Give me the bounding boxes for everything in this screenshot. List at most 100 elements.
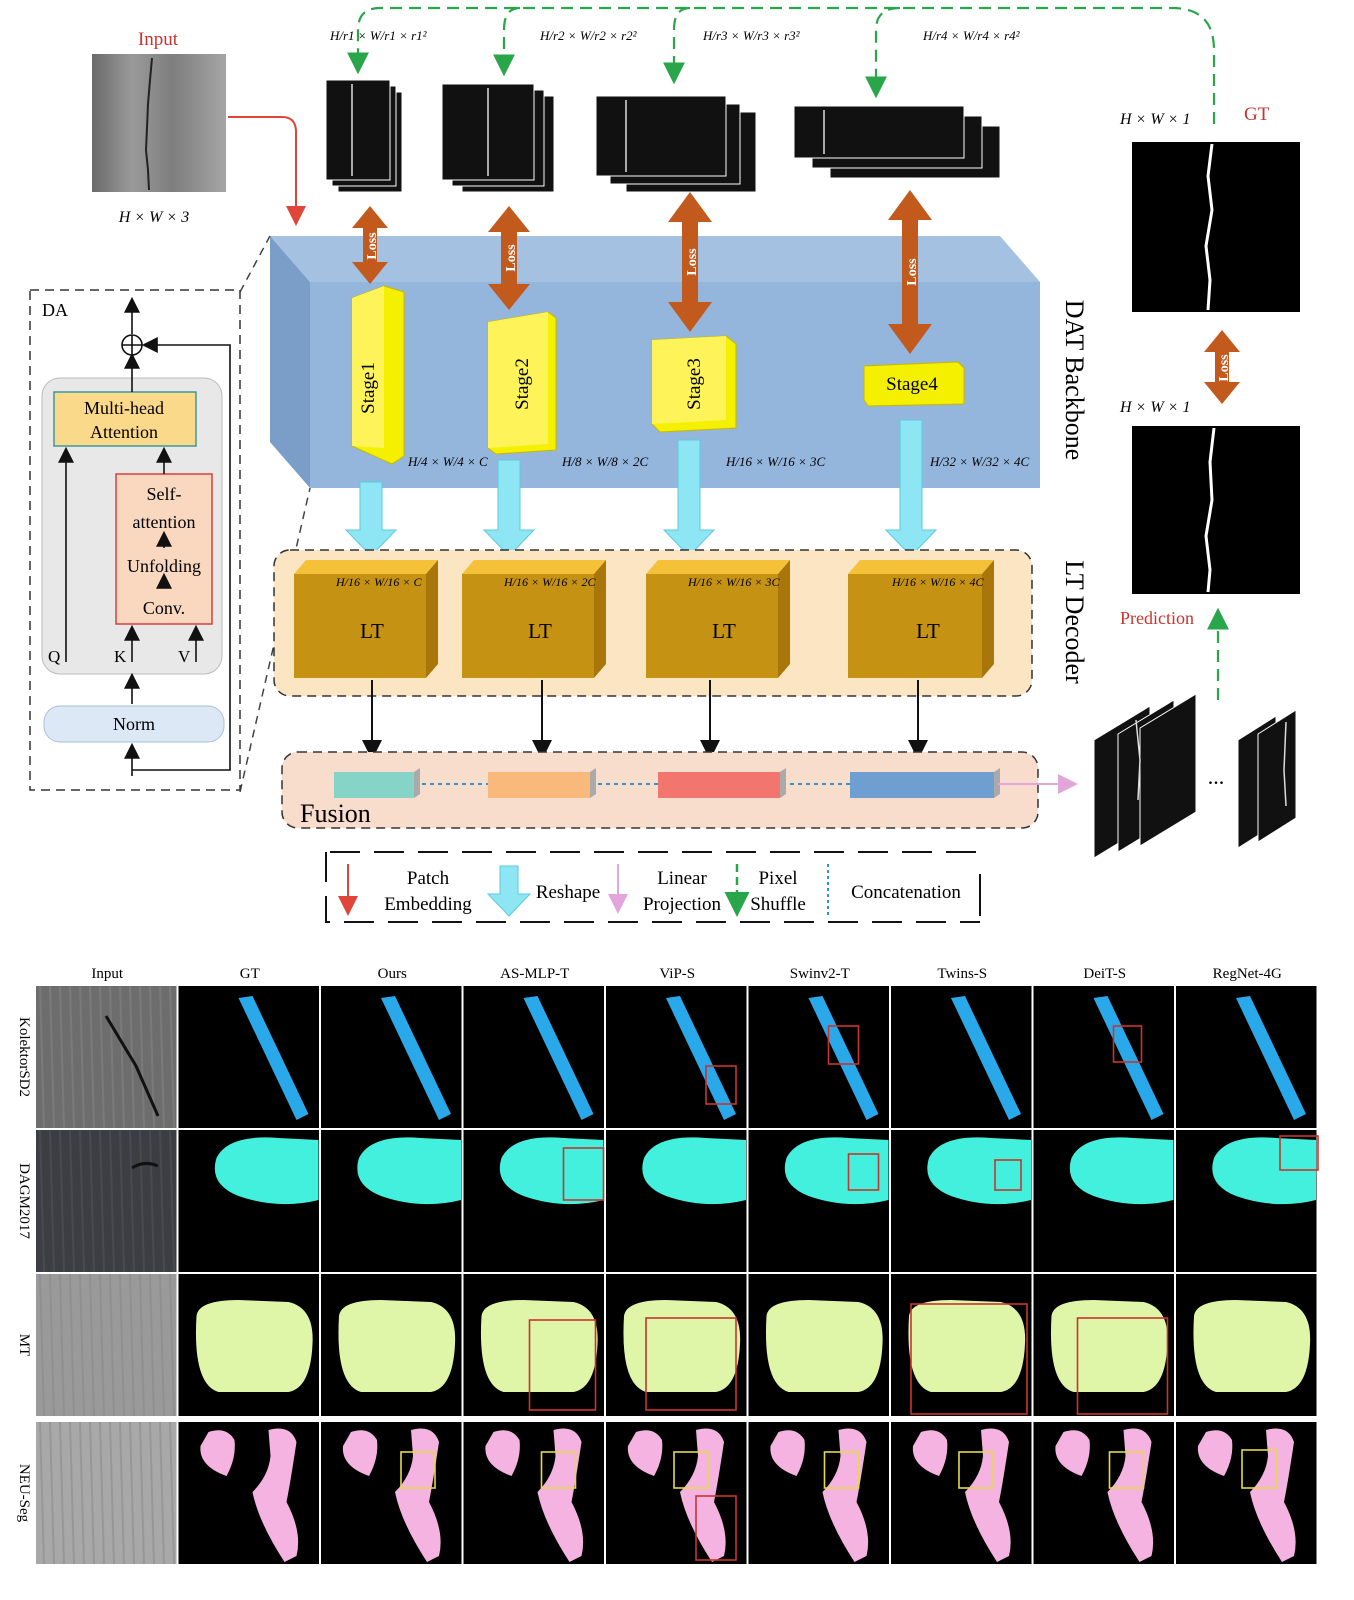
legend-concat: Concatenation	[851, 882, 961, 903]
legend-pixel-1: Pixel	[758, 868, 797, 889]
highlight-box	[1112, 1025, 1143, 1063]
result-cell	[178, 1422, 319, 1564]
highlight-box	[645, 1317, 737, 1411]
k-label: K	[114, 647, 127, 666]
result-cell	[606, 1422, 747, 1564]
fusion-feature-4	[850, 772, 994, 798]
input-crack	[144, 57, 153, 191]
top-dims-2: H/r2 × W/r2 × r2²	[539, 28, 638, 43]
stage-1-label: Stage1	[358, 362, 379, 414]
feature-stack-3	[595, 95, 757, 193]
result-cell	[1176, 986, 1317, 1128]
result-cell	[1176, 1274, 1317, 1416]
result-cell	[748, 1274, 889, 1416]
loss-arrows	[352, 190, 1240, 404]
lt-block-2	[462, 560, 606, 678]
stage-1-dims: H/4 × W/4 × C	[407, 454, 488, 469]
result-cell	[1033, 1274, 1174, 1416]
row-header: DAGM2017	[16, 1163, 32, 1239]
decoder-label: LT Decoder	[1060, 560, 1089, 684]
top-dims-4: H/r4 × W/r4 × r4²	[922, 28, 1021, 43]
unfolding-box	[115, 473, 213, 625]
result-cell	[891, 1274, 1032, 1416]
fusion-feature-3	[658, 772, 780, 798]
highlight-box	[705, 1065, 737, 1105]
lt-to-fusion-arrows	[362, 680, 928, 760]
result-cell	[36, 1421, 177, 1565]
feature-stack-2	[441, 83, 555, 193]
row-header: MT	[16, 1334, 32, 1357]
highlight-box	[910, 1303, 1028, 1415]
legend-patch-1: Patch	[407, 868, 450, 889]
result-cell	[178, 986, 319, 1128]
v-label: V	[178, 647, 191, 666]
lt-2-label: LT	[528, 619, 552, 643]
stage-2-dims: H/8 × W/8 × 2C	[561, 454, 648, 469]
highlight-box	[1279, 1135, 1319, 1171]
result-cell	[1033, 1422, 1174, 1564]
highlight-box	[528, 1319, 597, 1411]
q-label: Q	[48, 647, 60, 666]
result-cell	[748, 1422, 889, 1564]
prediction-image	[1132, 426, 1300, 594]
highlight-box	[1076, 1317, 1169, 1415]
highlight-box	[958, 1451, 994, 1489]
result-cell	[463, 986, 604, 1128]
input-dims: H × W × 3	[118, 209, 189, 226]
stage-4-block	[863, 361, 965, 407]
result-cell	[748, 986, 889, 1128]
column-header: DeiT-S	[1083, 966, 1126, 982]
result-cell	[1033, 986, 1174, 1128]
highlight-box	[673, 1451, 709, 1489]
output-stack-1	[1093, 693, 1197, 859]
architecture-diagram: Input H × W × 3 H/r1 × W/r1 × r1² H/r2 ×…	[29, 6, 1300, 923]
lt-4-label: LT	[916, 619, 940, 643]
da-title: DA	[42, 300, 68, 320]
stage-4-dims: H/32 × W/32 × 4C	[929, 454, 1029, 469]
column-header: AS-MLP-T	[500, 966, 569, 982]
highlight-box	[1241, 1449, 1277, 1489]
da-arrows	[58, 296, 231, 776]
result-cell	[748, 1130, 889, 1272]
result-cell	[36, 1129, 177, 1273]
column-header: Swinv2-T	[790, 966, 850, 982]
row-header: KolektorSD2	[16, 1017, 32, 1097]
highlight-box	[847, 1153, 880, 1191]
fusion-label: Fusion	[300, 799, 371, 828]
column-header: Ours	[378, 966, 407, 982]
result-cell	[606, 1130, 747, 1272]
result-cell	[321, 1422, 462, 1564]
column-header: Input	[91, 966, 123, 982]
highlight-box	[994, 1159, 1022, 1191]
mha-box	[53, 391, 197, 447]
norm-box	[43, 705, 225, 743]
conv-label: Conv.	[143, 598, 185, 618]
da-container	[29, 289, 241, 791]
result-cell	[463, 1274, 604, 1416]
fusion-feature-2	[488, 772, 590, 798]
highlight-box	[823, 1451, 860, 1489]
legend-pixel-2: Shuffle	[750, 894, 806, 915]
highlight-box	[540, 1451, 577, 1489]
result-cell	[606, 986, 747, 1128]
mha-label-2: Attention	[90, 422, 158, 442]
fusion-features	[334, 768, 1000, 798]
backbone-label: DAT Backbone	[1060, 300, 1089, 461]
legend	[325, 851, 981, 923]
result-cell	[891, 986, 1032, 1128]
highlight-box	[400, 1451, 436, 1489]
highlight-box	[695, 1495, 737, 1561]
lt-3-label: LT	[712, 619, 736, 643]
result-cell	[321, 1130, 462, 1272]
reshape-arrows	[344, 419, 938, 557]
feature-stack-4	[793, 105, 1001, 179]
legend-linear-1: Linear	[657, 868, 707, 889]
loss-label-2: Loss	[504, 244, 519, 272]
lt-block-4	[848, 560, 994, 678]
result-cell	[321, 986, 462, 1128]
result-cell	[463, 1422, 604, 1564]
top-dims-1: H/r1 × W/r1 × r1²	[329, 28, 428, 43]
patch-embedding-arrow	[228, 116, 306, 226]
highlight-box	[827, 1025, 860, 1065]
column-header: Twins-S	[937, 966, 987, 982]
